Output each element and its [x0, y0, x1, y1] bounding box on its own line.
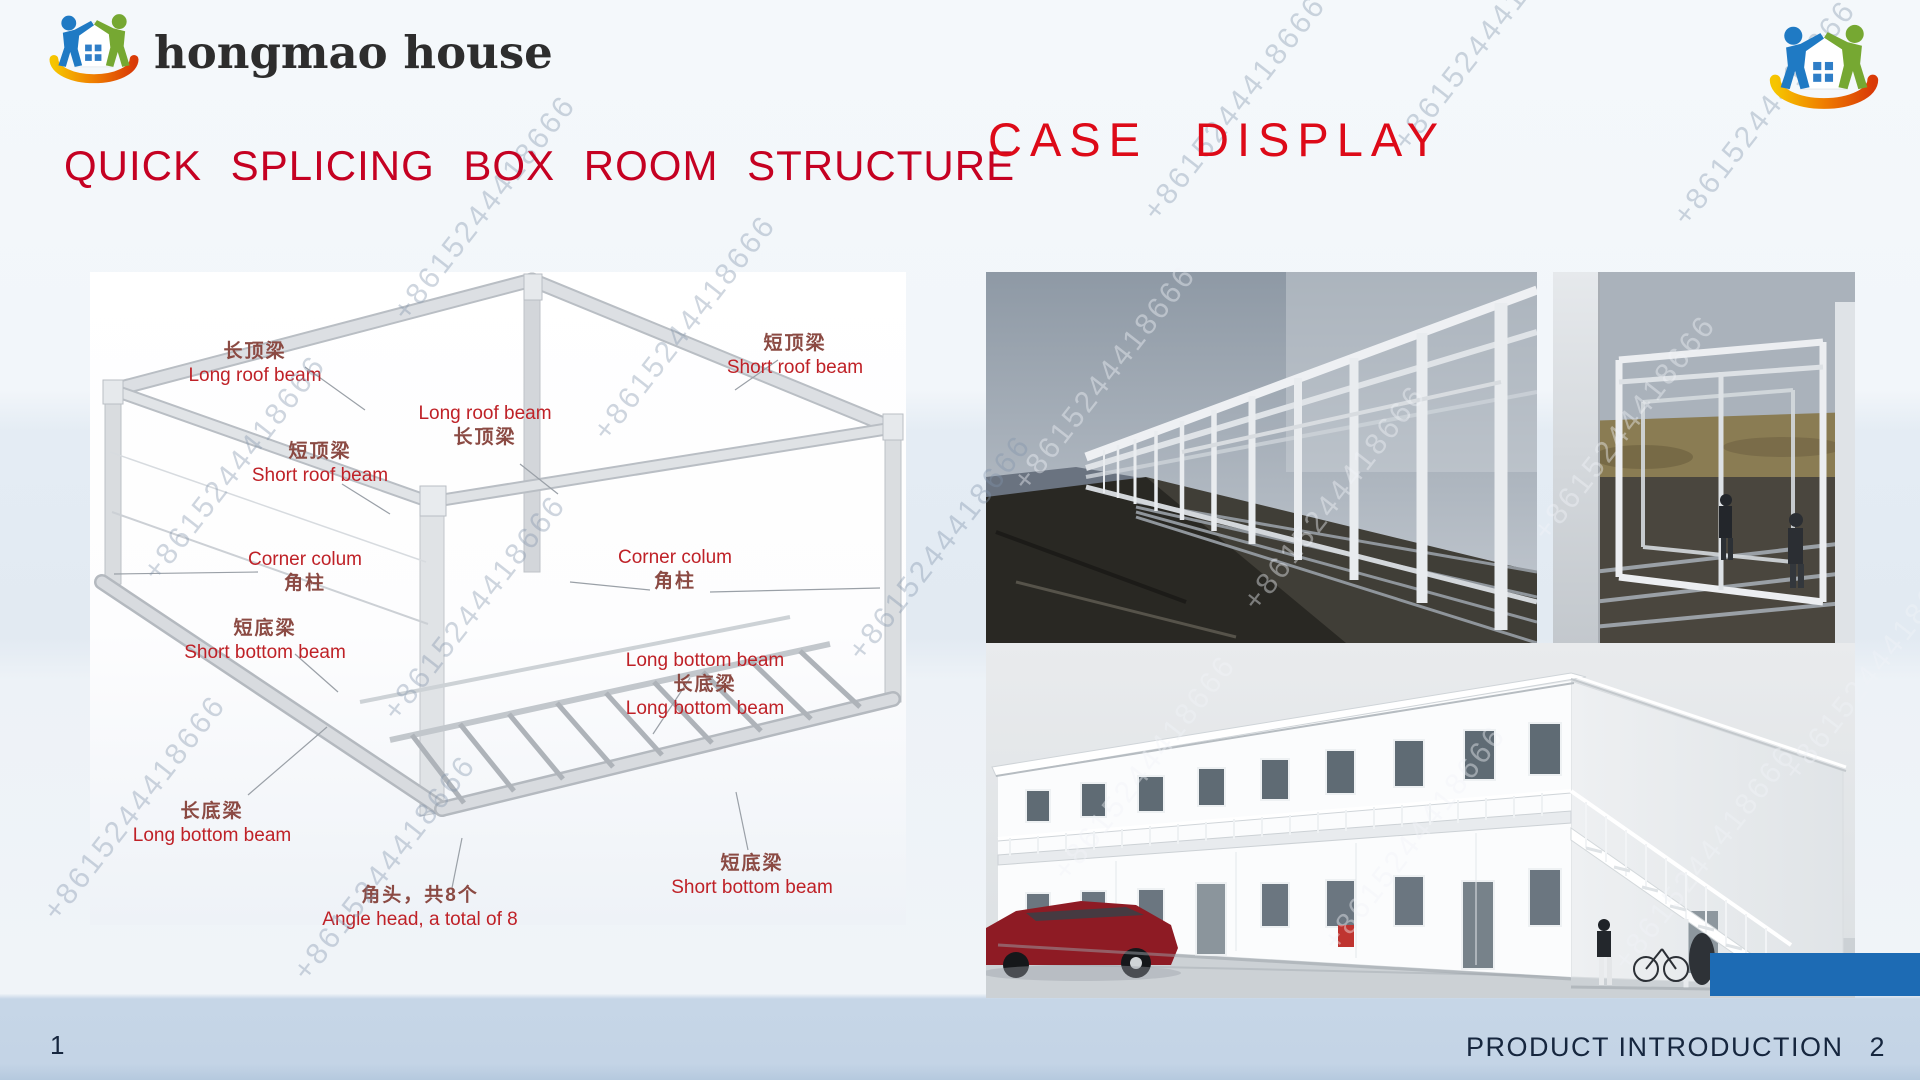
diagram-label: 短底梁 Short bottom beam	[671, 853, 833, 898]
right-slide-title: CASE DISPLAY	[988, 113, 1447, 166]
blue-accent-bar	[1710, 953, 1920, 996]
left-page-number: 1	[50, 1030, 65, 1060]
logo-mark	[1768, 22, 1880, 125]
logo: hongmao house	[48, 12, 553, 92]
diagram-label: 短顶梁 Short roof beam	[251, 441, 389, 486]
structure-diagram: 长顶梁 Long roof beam 短顶梁 Short roof beam L…	[90, 272, 906, 930]
house-logo-icon	[1769, 24, 1879, 109]
diagram-label: Long bottom beam 长底梁 Long bottom beam	[625, 650, 785, 719]
house-logo-icon	[49, 14, 139, 84]
right-page-number: 2	[1869, 1032, 1886, 1062]
diagram-label: Long roof beam 长顶梁	[418, 403, 552, 448]
photo-frame-closeup	[1553, 272, 1855, 643]
footer: PRODUCT INTRODUCTION 2	[1466, 1032, 1886, 1063]
box-frame-drawing	[94, 272, 904, 889]
diagram-label: Corner colum 角柱	[247, 549, 363, 594]
diagram-label: 长顶梁 Long roof beam	[188, 341, 322, 386]
photo-frame-rows	[986, 272, 1537, 643]
diagram-label: 长底梁 Long bottom beam	[132, 801, 292, 846]
left-slide-title: QUICK SPLICING BOX ROOM STRUCTURE	[64, 142, 1016, 189]
diagram-label: 短底梁 Short bottom beam	[184, 618, 346, 663]
footer-label: PRODUCT INTRODUCTION	[1465, 1032, 1844, 1062]
diagram-label: Corner colum 角柱	[617, 547, 733, 592]
diagram-label: 角头，共8个 Angle head, a total of 8	[322, 885, 518, 930]
logo-text: hongmao house	[154, 25, 553, 79]
photo-container-building	[986, 643, 1855, 998]
diagram-label: 短顶梁 Short roof beam	[726, 333, 864, 378]
